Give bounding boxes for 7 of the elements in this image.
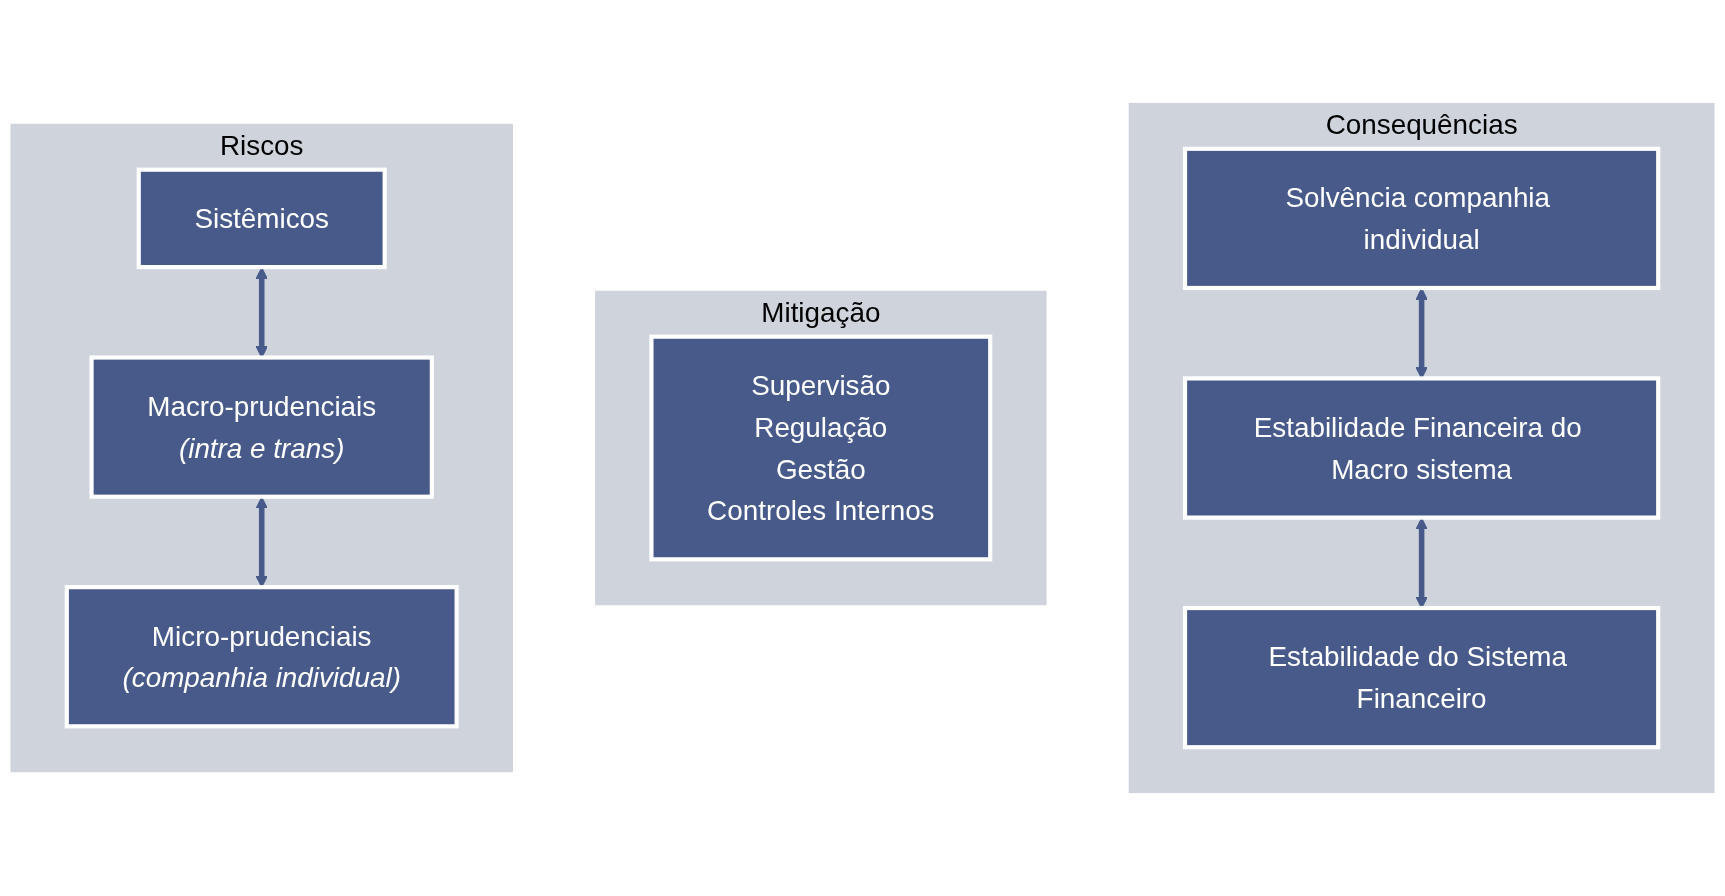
node-box: Estabilidade do Sistema Financeiro bbox=[1182, 605, 1661, 750]
node-box: Micro-prudenciais (companhia individual) bbox=[64, 585, 459, 729]
node-box: Estabilidade Financeira do Macro sistema bbox=[1182, 376, 1661, 520]
node-box: Supervisão Regulação Gestão Controles Internos bbox=[649, 334, 993, 562]
node-box: Macro-prudenciais (intra e trans) bbox=[89, 355, 434, 499]
node-box: Sistêmicos bbox=[136, 167, 387, 270]
node-box: Solvência companhia individual bbox=[1182, 146, 1661, 291]
